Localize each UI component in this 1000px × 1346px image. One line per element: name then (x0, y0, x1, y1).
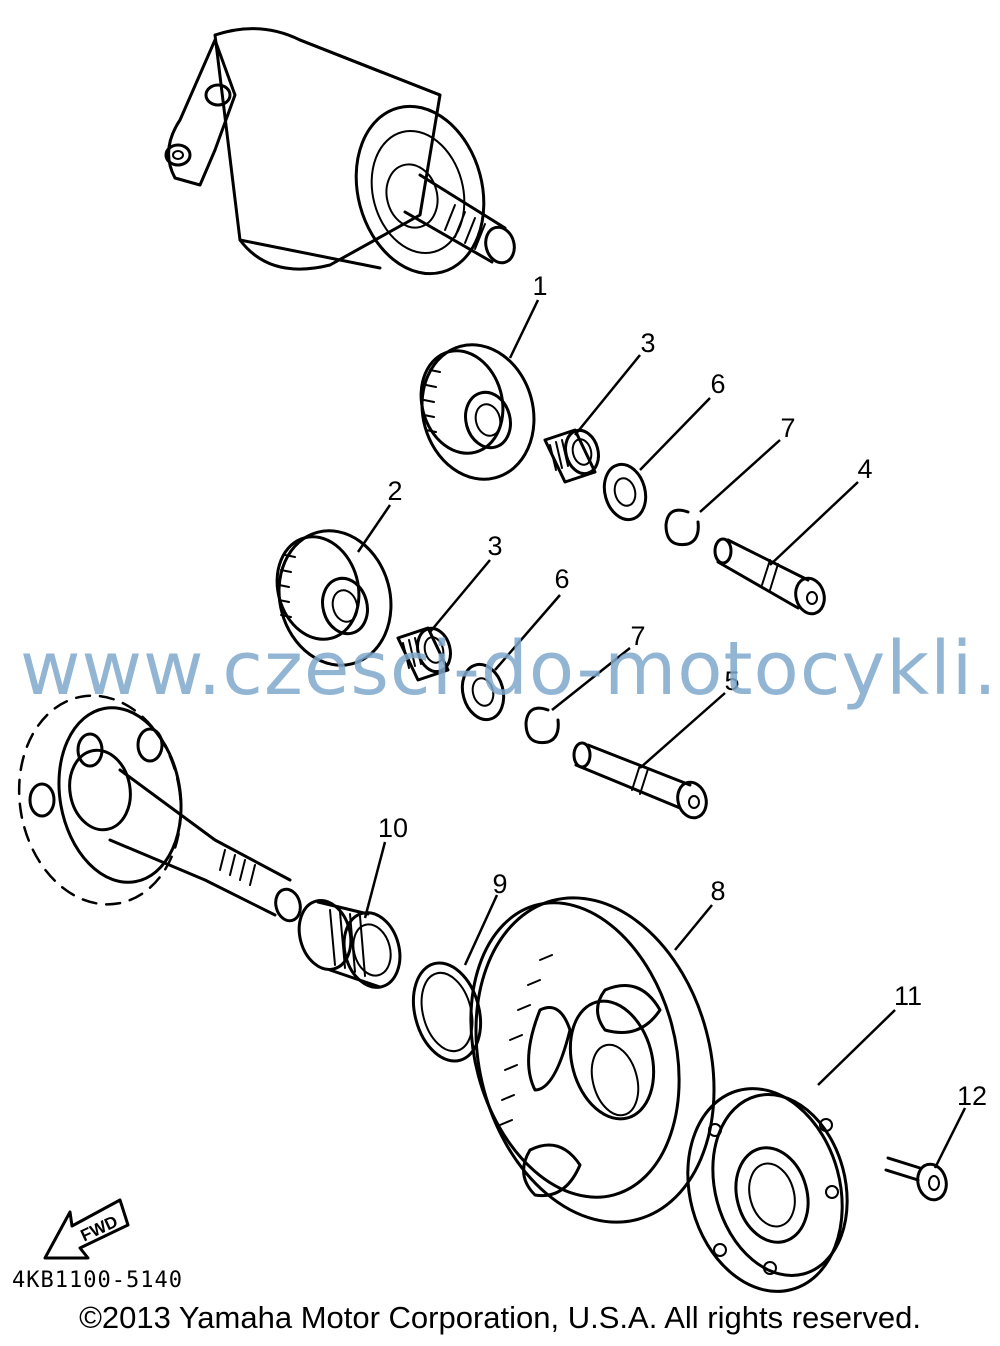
callout-labels: 1 2 3 3 4 5 6 6 7 7 8 9 10 11 12 (378, 271, 987, 1111)
callout-9: 9 (492, 869, 507, 899)
watermark: www.czesci-do-motocykli.pl (20, 626, 1000, 712)
callout-7-lower: 7 (630, 621, 645, 651)
circlip-upper (664, 508, 700, 547)
callout-1: 1 (532, 271, 547, 301)
copyright-notice: ©2013 Yamaha Motor Corporation, U.S.A. A… (79, 1300, 921, 1335)
callout-3-lower: 3 (487, 531, 502, 561)
circlip-lower (524, 706, 560, 745)
leader-lines (356, 299, 967, 1169)
callout-7-upper: 7 (780, 413, 795, 443)
callout-3-upper: 3 (640, 328, 655, 358)
shaft-5 (572, 741, 708, 820)
callout-12: 12 (957, 1081, 987, 1111)
bearing-10 (297, 899, 402, 989)
idler-gear-2 (275, 529, 393, 667)
needle-bearing-lower (396, 626, 452, 682)
washer-upper (602, 462, 648, 522)
starter-wheel-gear-8 (469, 896, 716, 1224)
bolt-12 (884, 1156, 948, 1202)
idler-gear-1 (419, 343, 536, 481)
needle-bearing-upper (543, 428, 600, 484)
washer-lower (460, 662, 506, 722)
callout-10: 10 (378, 813, 408, 843)
part-number: 4KB1100-5140 (12, 1268, 183, 1293)
crankshaft-flywheel (17, 694, 302, 923)
callout-8: 8 (710, 876, 725, 906)
shaft-4 (713, 537, 826, 616)
callout-4: 4 (857, 454, 872, 484)
callout-5: 5 (724, 666, 739, 696)
one-way-clutch-11 (686, 1087, 849, 1293)
fwd-arrow-icon: FWD (43, 1198, 130, 1260)
callout-6-lower: 6 (554, 564, 569, 594)
callout-2: 2 (387, 476, 402, 506)
callout-11: 11 (894, 981, 922, 1011)
starter-motor (164, 27, 516, 276)
callout-6-upper: 6 (710, 369, 725, 399)
